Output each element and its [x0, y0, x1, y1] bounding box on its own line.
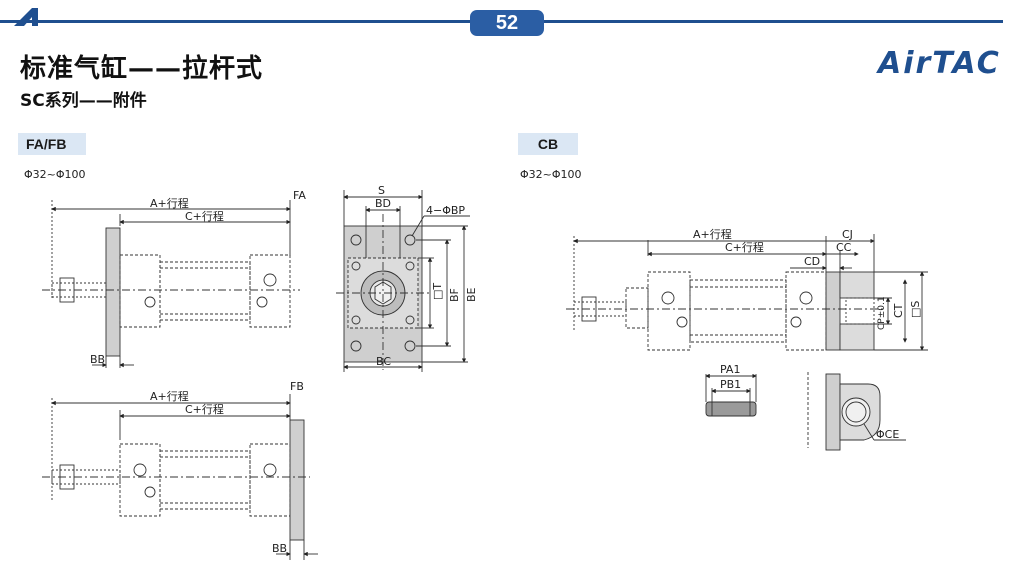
page-number-badge: 52 [470, 10, 544, 36]
fb-label: FB [290, 380, 304, 393]
pin-dim-pb1: PB1 [720, 378, 741, 391]
cb-dim-c: C+行程 [725, 241, 764, 254]
cb-clevis-view [807, 372, 906, 451]
brand-logo: AirTAC [878, 46, 1001, 81]
cb-dim-cp: CP±0.1 [877, 296, 887, 330]
pin-dim-pa1: PA1 [720, 363, 740, 376]
cb-dim-s: □S [909, 301, 922, 318]
fa-dim-a: A+行程 [150, 197, 189, 210]
tag-cb: CB [518, 133, 578, 155]
end-dim-bf: BF [448, 288, 461, 302]
end-dim-bd: BD [375, 197, 391, 210]
section-subtitle: SC系列——附件 [20, 91, 147, 111]
fb-dim-bb: BB [272, 542, 287, 555]
fb-dim-a: A+行程 [150, 390, 189, 403]
end-dim-holes: 4−ΦBP [426, 204, 465, 217]
bore-range-right: Φ32~Φ100 [520, 168, 582, 181]
fa-dim-c: C+行程 [185, 210, 224, 223]
fa-side-view [42, 200, 300, 368]
cb-dim-cc: CC [836, 241, 852, 254]
tag-fa-fb: FA/FB [18, 133, 86, 155]
cb-dim-cj: CJ [842, 228, 853, 241]
cb-side-view [566, 234, 928, 351]
bore-range-left: Φ32~Φ100 [24, 168, 86, 181]
fb-dim-c: C+行程 [185, 403, 224, 416]
cb-dim-a: A+行程 [693, 228, 732, 241]
fa-label: FA [293, 189, 306, 202]
fb-side-view [42, 394, 318, 560]
end-dim-bc: BC [376, 355, 391, 368]
fa-dim-bb: BB [90, 353, 105, 366]
company-logo-icon [14, 8, 38, 26]
end-view [336, 190, 470, 372]
page-title: 标准气缸——拉杆式 [20, 54, 264, 84]
end-dim-be: BE [465, 287, 478, 302]
end-dim-t: □T [431, 283, 444, 300]
end-dim-s: S [378, 184, 385, 197]
cb-pin-view [705, 373, 757, 417]
cb-dim-cd: CD [804, 255, 820, 268]
cb-dim-ct: CT [892, 303, 905, 318]
clevis-dim-ce: ΦCE [876, 428, 899, 441]
